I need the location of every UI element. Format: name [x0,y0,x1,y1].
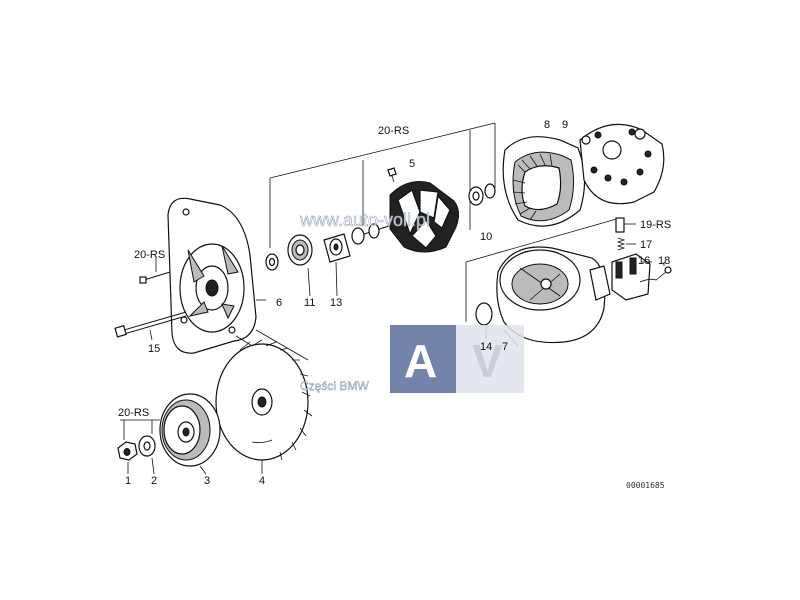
part-bolt-15 [114,311,187,341]
callout-5: 5 [409,158,415,170]
callout-18: 18 [658,255,670,267]
callout-14: 14 [480,341,492,353]
callout-2: 2 [151,475,157,487]
callout-4: 4 [259,475,265,487]
bracket-20rs-top [269,122,496,248]
callout-8: 8 [544,119,550,131]
callout-20rs-top: 20-RS [378,125,409,137]
part-pulley-3 [159,393,221,475]
watermark-caption: Części BMW [300,379,369,393]
part-screw-5 [387,167,397,183]
callout-10: 10 [480,231,492,243]
part-cable-18 [639,262,672,283]
logo-letter-v: V [472,335,503,387]
stator-windings [512,153,553,221]
callout-11: 11 [304,297,315,309]
callout-13: 13 [330,297,342,309]
callout-labels: 20-RS 5 8 9 10 19-RS 17 16 18 20-RS 6 11… [118,119,671,487]
bracket-20rs-bottom [120,419,160,440]
reference-code: 00001685 [626,481,665,490]
logo-letter-a: A [404,335,437,387]
callout-9: 9 [562,119,568,131]
callout-3: 3 [204,475,210,487]
part-front-housing-6 [167,197,266,354]
part-washer-2 [138,435,156,475]
part-brush-19rs [615,217,636,233]
callout-20rs-left: 20-RS [134,249,165,261]
part-bearing-plate-13 [323,233,351,297]
part-rotor-10 [351,181,496,253]
watermark: www.auto-voll.pl A V Części BMW [299,210,524,393]
watermark-logo: A V [390,325,524,393]
part-rectifier-9 [579,123,665,205]
callout-6: 6 [276,297,282,309]
callout-1: 1 [125,475,131,487]
part-rear-housing-7 [496,246,611,347]
callout-20rs-bottom: 20-RS [118,407,149,419]
part-stator-8 [502,136,586,227]
part-fan-4 [215,339,313,474]
callout-16: 16 [638,255,650,267]
callout-15: 15 [148,343,160,355]
part-brush-holder-16 [611,253,652,301]
part-washer-small [265,253,279,271]
logo-tile-right [456,325,524,393]
callout-7: 7 [502,341,508,353]
callout-17: 17 [640,239,652,251]
callout-19rs: 19-RS [640,219,671,231]
logo-tile-left [390,325,456,393]
watermark-url: www.auto-voll.pl [299,210,430,230]
part-screw-20rs-left [139,258,171,284]
part-bearing-11 [287,234,313,297]
part-nut-1 [117,441,138,474]
guide-lines-rear [465,217,621,322]
part-spring-17 [616,237,636,251]
